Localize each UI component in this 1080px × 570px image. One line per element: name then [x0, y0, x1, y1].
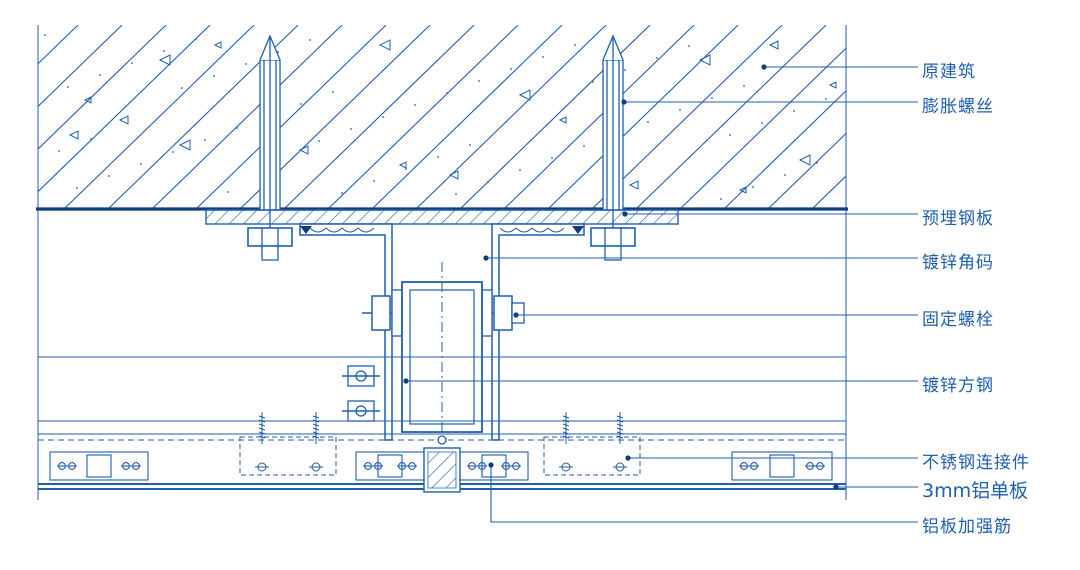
expansion-bolt-left [247, 34, 293, 261]
aluminum-panel-joint [423, 435, 461, 493]
stainless-connectors [239, 412, 641, 476]
panel-bottom-row [49, 451, 833, 481]
label-embedded-plate: 预埋钢板 [922, 209, 994, 229]
leader-dots [403, 64, 839, 490]
label-fixing-bolt: 固定螺栓 [922, 310, 994, 330]
label-aluminum-panel: 3mm铝单板 [922, 480, 1029, 502]
clip-fittings [342, 365, 380, 422]
label-square-tube: 镀锌方钢 [922, 376, 994, 396]
embedded-steel-plate [205, 209, 679, 225]
existing-building-wall [36, 25, 848, 500]
galvanized-square-tube [401, 262, 483, 440]
leader-lines [406, 66, 918, 523]
label-angle-bracket: 镀锌角码 [922, 253, 994, 273]
label-expansion-bolt: 膨胀螺丝 [922, 97, 994, 117]
label-existing-building: 原建筑 [922, 62, 976, 82]
fixing-bolt [362, 289, 525, 337]
label-panel-rib: 铝板加强筋 [922, 517, 1012, 537]
label-stainless-connector: 不锈钢连接件 [922, 453, 1030, 473]
expansion-bolt-right [590, 34, 636, 261]
